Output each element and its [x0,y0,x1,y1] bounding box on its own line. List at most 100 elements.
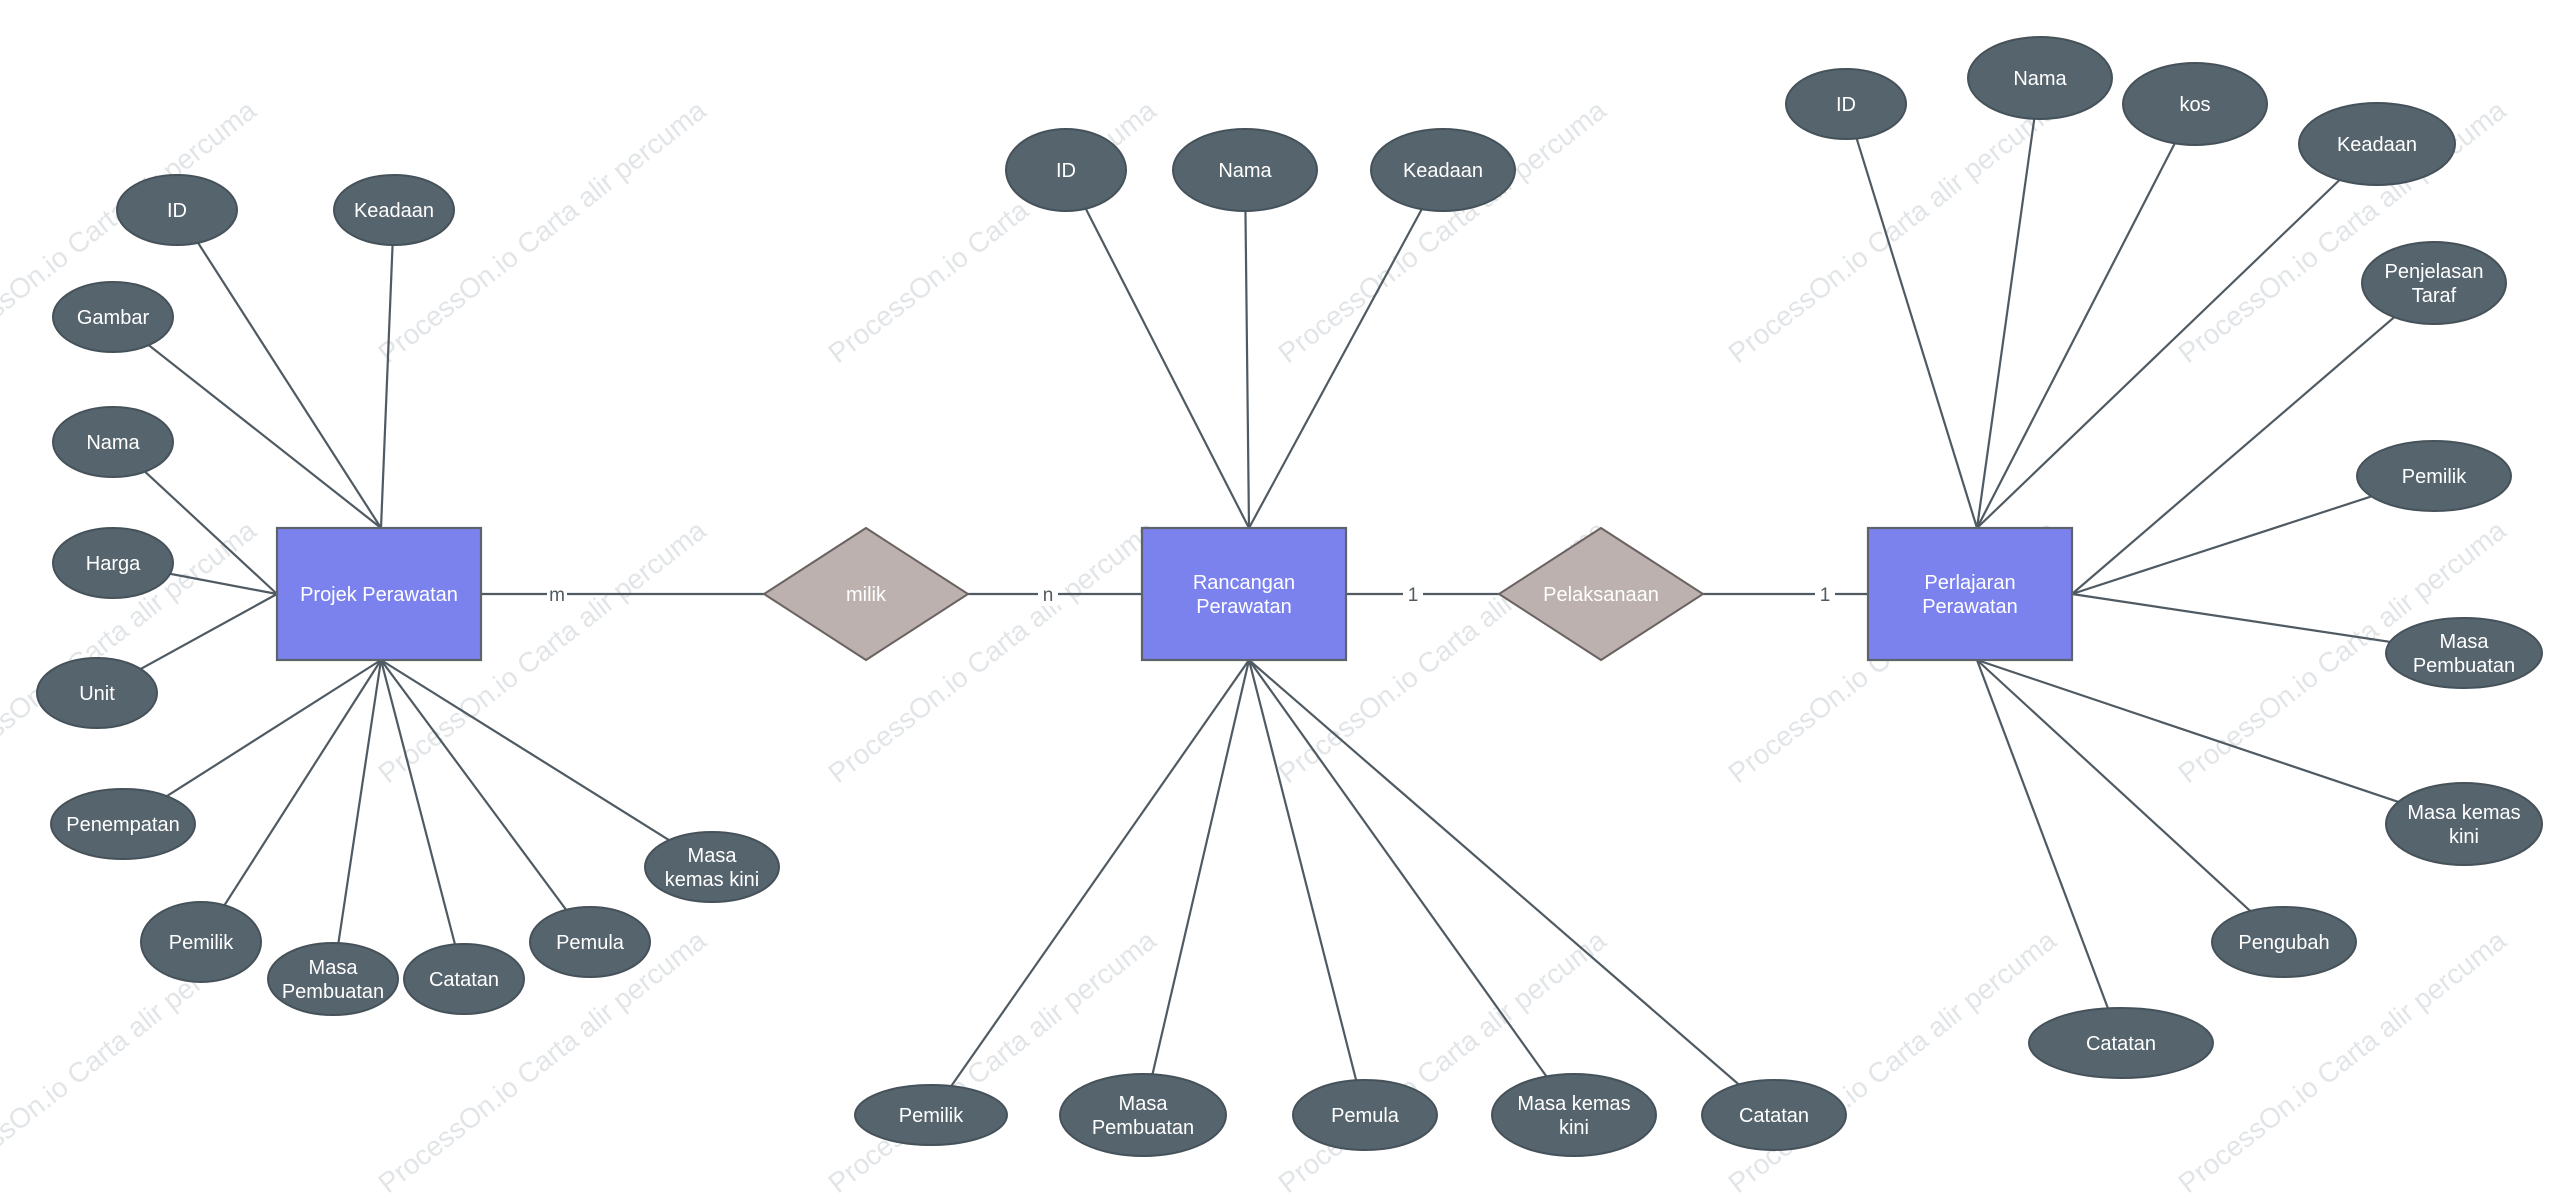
attribute-label: Pemula [556,932,625,954]
attribute-ellipse [36,657,158,729]
attribute-connector [1065,169,1250,529]
attribute-connector [380,659,713,868]
attribute-connector [1976,658,2465,826]
attribute-ellipse [2356,440,2512,512]
entity-box [275,526,483,662]
attribute-ellipse [50,788,196,860]
attribute-ellipse [2028,1007,2214,1079]
cardinality-background [547,582,567,606]
attribute-label: Gambar [77,307,150,329]
attribute-label: ID [1836,94,1856,116]
attribute-connector [331,659,383,980]
attribute-perlajaran-pemilik[interactable]: Pemilik [2356,440,2512,512]
cardinality-background [1038,582,1058,606]
attribute-ellipse [1967,36,2113,120]
attribute-ellipse [2298,102,2456,186]
watermark-text: ProcessOn.io Carta alir percuma [2173,924,2512,1193]
attribute-rancangan-pemula[interactable]: Pemula [1292,1079,1438,1151]
attribute-perlajaran-keadaan[interactable]: Keadaan [2298,102,2456,186]
attribute-rancangan-nama[interactable]: Nama [1172,128,1318,212]
attribute-projek-pemula[interactable]: Pemula [529,906,651,978]
attribute-ellipse [854,1084,1008,1146]
attribute-connector [1243,169,1251,529]
attribute-ellipse [403,943,525,1015]
attribute-label: Nama [86,432,140,454]
watermark-text: ProcessOn.io Carta alir percuma [1723,94,2062,369]
attribute-connector [176,209,382,529]
attribute-label: Keadaan [2337,134,2417,156]
attribute-projek-id[interactable]: ID [116,174,238,246]
attribute-connector [1975,659,2123,1044]
attribute-projek-gambar[interactable]: Gambar [52,281,174,353]
attribute-ellipse [1005,128,1127,212]
attribute-connector [1247,659,1367,1116]
attribute-label: Pengubah [2238,932,2329,954]
attribute-connector [1248,659,1575,1116]
attribute-projek-pemilik[interactable]: Pemilik [140,901,262,983]
attribute-label: Unit [79,683,115,705]
attribute-rancangan-id[interactable]: ID [1005,128,1127,212]
attribute-projek-harga[interactable]: Harga [52,527,174,599]
attribute-connector [2071,282,2435,595]
attribute-label: kos [2179,94,2210,116]
attribute-label: Catatan [1739,1105,1809,1127]
relationship-label: Pelaksanaan [1543,584,1659,606]
attribute-projek-unit[interactable]: Unit [36,657,158,729]
attribute-connector [380,659,591,943]
watermark-text: ProcessOn.io Carta alir percuma [823,94,1162,369]
relationship-label: milik [846,584,887,606]
attribute-label: Nama [1218,160,1272,182]
entity-projek[interactable]: Projek Perawatan [275,526,483,662]
attribute-label: ID [167,200,187,222]
attribute-connector [1248,169,1444,529]
attribute-perlajaran-nama[interactable]: Nama [1967,36,2113,120]
attribute-connector [1976,659,2285,943]
relationship-milik[interactable]: milik [762,526,970,662]
attribute-perlajaran-id[interactable]: ID [1785,68,1907,140]
attribute-label: Catatan [2086,1033,2156,1055]
attribute-ellipse [2122,62,2268,146]
attribute-projek-catatan[interactable]: Catatan [403,943,525,1015]
attribute-ellipse [2211,906,2357,978]
attribute-ellipse [52,527,174,599]
attribute-rancangan-catatan[interactable]: Catatan [1701,1079,1847,1151]
attribute-perlajaran-pengubah[interactable]: Pengubah [2211,906,2357,978]
attribute-projek-keadaan[interactable]: Keadaan [333,174,455,246]
attribute-rancangan-pemilik[interactable]: Pemilik [854,1084,1008,1146]
attribute-connector [379,209,396,529]
attribute-rancangan-keadaan[interactable]: Keadaan [1370,128,1516,212]
cardinality-background [1403,582,1423,606]
attribute-ellipse [1370,128,1516,212]
attribute-label: ID [1056,160,1076,182]
attribute-perlajaran-catatan[interactable]: Catatan [2028,1007,2214,1079]
attribute-projek-nama[interactable]: Nama [52,406,174,478]
attribute-ellipse [1172,128,1318,212]
attribute-connector [1141,659,1251,1116]
attribute-connector [1976,103,2196,529]
watermark-text: ProcessOn.io Carta alir percuma [1723,924,2062,1193]
attribute-label: Pemilik [2402,466,2467,488]
relationship-pelaksanaan[interactable]: Pelaksanaan [1497,526,1705,662]
cardinality-label: m [549,585,565,606]
attribute-connector [112,316,382,529]
attribute-label: Catatan [429,969,499,991]
attribute-perlajaran-kos[interactable]: kos [2122,62,2268,146]
attribute-projek-penempatan[interactable]: Penempatan [50,788,196,860]
attribute-connector [1976,143,2378,529]
attribute-ellipse [52,281,174,353]
cardinality-label: n [1043,585,1054,606]
